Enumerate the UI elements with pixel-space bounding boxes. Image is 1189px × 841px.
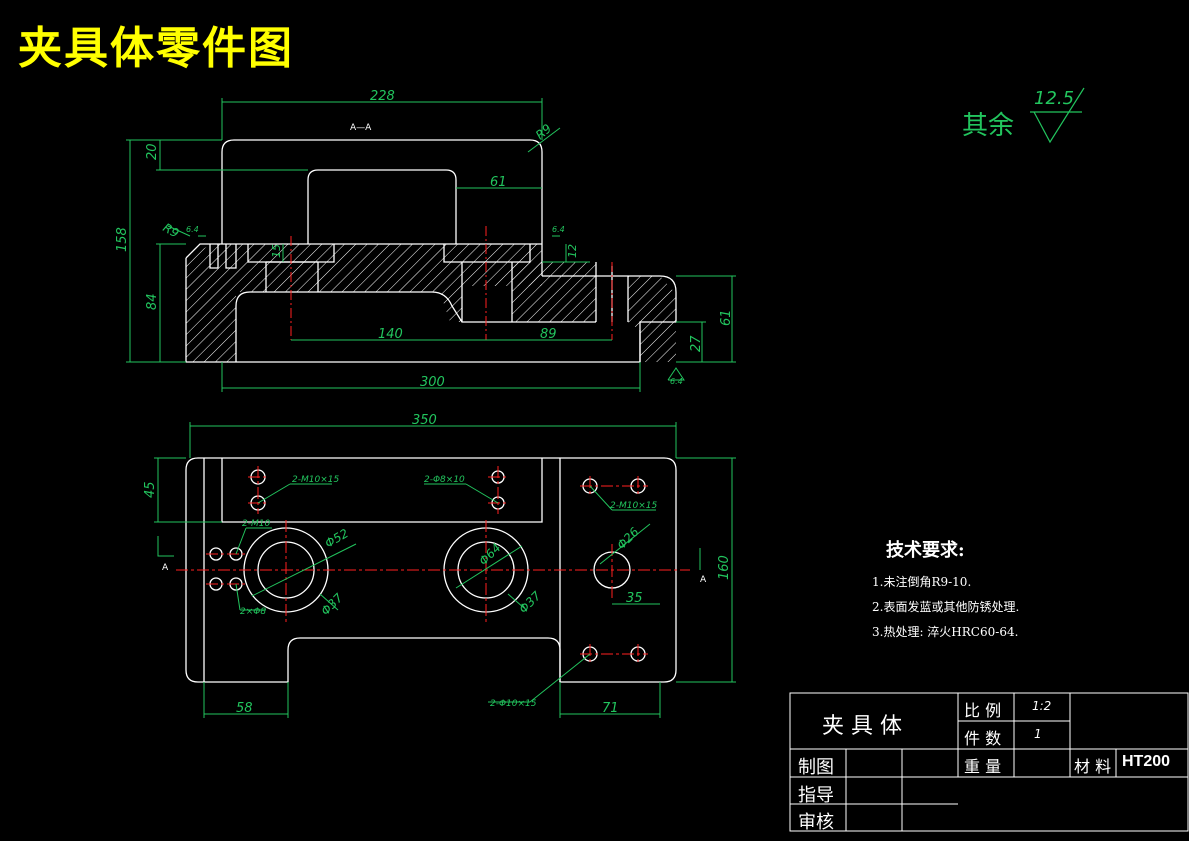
hole-m10-left: 2-M10 — [242, 519, 270, 529]
surface-6.4-bottom: 6.4 — [670, 377, 683, 386]
dim-35: 35 — [626, 591, 643, 606]
dim-140: 140 — [378, 327, 403, 342]
dim-45: 45 — [143, 481, 158, 498]
dim-300: 300 — [420, 375, 445, 390]
surface-6.4-right: 6.4 — [552, 225, 565, 234]
hatch-left-wall — [186, 244, 212, 362]
section-marker-left: A — [162, 563, 169, 573]
title-block-grid — [789, 692, 1189, 832]
dim-27: 27 — [689, 335, 704, 352]
plan-view: 350 45 160 58 71 35 2-M10×15 2-Φ8×10 2-M… — [143, 413, 736, 718]
drawing-title: 夹具体零件图 — [18, 23, 294, 74]
weight-label: 重 量 — [964, 757, 1002, 776]
roughness-symbol — [1030, 87, 1085, 144]
hole-m10-top-left: 2-M10×15 — [292, 475, 339, 485]
section-marker-right: A — [700, 575, 707, 585]
dim-228: 228 — [370, 89, 395, 104]
tech-requirements: 技术要求: 1.未注倒角R9-10. 2.表面发蓝或其他防锈处理. 3.热处理:… — [872, 536, 1019, 645]
tech-item-3: 3.热处理: 淬火HRC60-64. — [872, 625, 1019, 639]
dim-89: 89 — [540, 327, 557, 342]
tech-item-1: 1.未注倒角R9-10. — [872, 575, 972, 589]
dim-58: 58 — [236, 701, 253, 716]
dia-52: Φ52 — [323, 526, 351, 550]
part-name: 夹 具 体 — [822, 714, 902, 739]
material-value: HT200 — [1122, 753, 1171, 770]
drawn-label: 制图 — [798, 757, 834, 778]
tech-heading: 技术要求: — [886, 540, 965, 561]
dim-61-top: 61 — [490, 175, 507, 190]
radius-r9-left: R9 — [161, 220, 182, 240]
dia-37-left: Φ37 — [318, 590, 346, 618]
dim-160: 160 — [717, 555, 732, 580]
dim-12: 12 — [566, 244, 579, 258]
hatch-right-wall — [628, 276, 676, 362]
scale-value: 1:2 — [1032, 699, 1052, 713]
dim-158: 158 — [115, 227, 130, 252]
review-label: 审核 — [798, 812, 834, 833]
dia-26: Φ26 — [614, 524, 642, 552]
hole-d8-top-mid: 2-Φ8×10 — [424, 475, 465, 485]
dim-71: 71 — [602, 701, 619, 716]
radius-r9-top: R9 — [533, 121, 554, 142]
section-label: A—A — [350, 123, 372, 133]
dim-20: 20 — [145, 143, 160, 160]
dim-84: 84 — [145, 293, 160, 310]
hole-m10-top-right: 2-M10×15 — [610, 501, 657, 511]
roughness-value: 12.5 — [1034, 88, 1075, 109]
qty-value: 1 — [1034, 727, 1042, 741]
roughness-prefix: 其余 — [962, 111, 1015, 141]
dim-15: 15 — [270, 244, 283, 258]
dim-61-right: 61 — [719, 309, 734, 326]
guide-label: 指导 — [798, 785, 834, 806]
hole-d10-bottom: 2-Φ10×15 — [490, 699, 537, 709]
surface-6.4-left: 6.4 — [186, 225, 199, 234]
material-label: 材 料 — [1074, 757, 1112, 776]
dim-350: 350 — [412, 413, 437, 428]
dia-37-right: Φ37 — [516, 588, 544, 616]
scale-label: 比 例 — [964, 701, 1002, 720]
hole-d8-left: 2×Φ8 — [240, 607, 266, 617]
tech-item-2: 2.表面发蓝或其他防锈处理. — [872, 600, 1020, 614]
qty-label: 件 数 — [964, 729, 1002, 748]
hatch-right-block — [512, 262, 596, 322]
section-view: 228 20 61 158 84 140 89 300 61 27 15 12 … — [115, 89, 736, 392]
